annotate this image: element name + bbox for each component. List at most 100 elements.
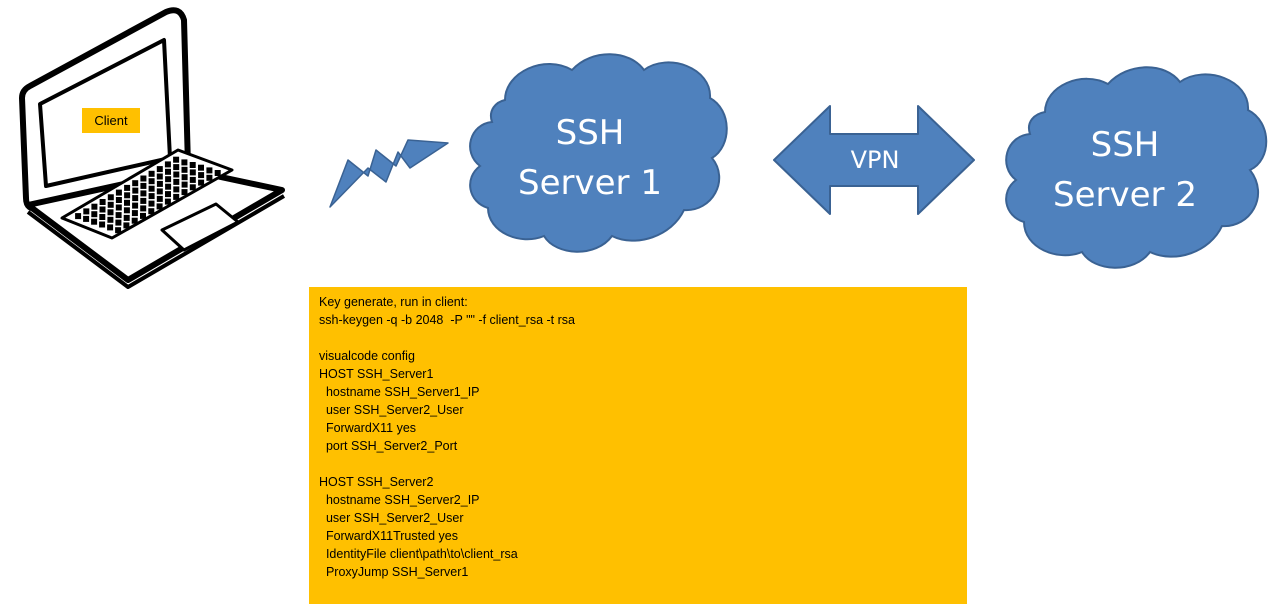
keyboard-key <box>91 203 98 210</box>
keyboard-key <box>156 173 163 180</box>
keyboard-key <box>124 192 131 199</box>
keyboard-key <box>99 206 106 213</box>
client-label: Client <box>82 108 140 133</box>
keyboard-key <box>75 213 82 220</box>
note-line: ForwardX11Trusted yes <box>319 529 458 543</box>
ssh-server-2-line1: SSH <box>1090 125 1160 165</box>
keyboard-key <box>140 212 146 219</box>
keyboard-key <box>189 176 196 183</box>
keyboard-key <box>132 195 139 202</box>
keyboard-key <box>148 200 155 207</box>
keyboard-key <box>156 188 163 195</box>
keyboard-key <box>173 171 180 178</box>
keyboard-key <box>124 199 130 206</box>
note-line: visualcode config <box>319 349 415 363</box>
keyboard-key <box>107 216 114 223</box>
keyboard-key <box>189 184 196 191</box>
keyboard-key <box>198 172 205 179</box>
keyboard-key <box>165 183 172 190</box>
ssh-server-1-line2: Server 1 <box>518 163 662 203</box>
keyboard-key <box>132 202 139 209</box>
keyboard-key <box>181 166 188 173</box>
keyboard-key <box>189 169 196 176</box>
keyboard-key <box>156 203 163 210</box>
keyboard-key <box>123 222 130 229</box>
keyboard-key <box>148 185 155 192</box>
laptop-keyboard <box>75 156 221 234</box>
keyboard-key <box>115 189 122 196</box>
note-line: user SSH_Server2_User <box>319 403 464 417</box>
keyboard-key <box>131 210 138 217</box>
keyboard-key <box>99 214 106 220</box>
note-line: HOST SSH_Server2 <box>319 475 434 489</box>
cloud-ssh-server-1 <box>469 53 728 253</box>
note-line: hostname SSH_Server2_IP <box>319 493 480 507</box>
keyboard-key <box>115 212 122 219</box>
ssh-server-2-label: SSH Server 2 <box>1010 120 1240 220</box>
keyboard-key <box>156 166 163 173</box>
note-line: Key generate, run in client: <box>319 295 468 309</box>
note-line: ssh-keygen -q -b 2048 -P "" -f client_rs… <box>319 313 575 327</box>
ssh-server-1-label: SSH Server 1 <box>480 108 700 208</box>
note-line: HOST SSH_Server1 <box>319 367 434 381</box>
vpn-label: VPN <box>850 146 900 174</box>
keyboard-key <box>123 214 130 221</box>
keyboard-key <box>140 205 147 212</box>
keyboard-key <box>83 208 90 215</box>
keyboard-key <box>148 170 155 177</box>
keyboard-key <box>198 179 205 186</box>
keyboard-key <box>91 211 98 218</box>
keyboard-key <box>115 219 122 226</box>
keyboard-key <box>214 170 221 176</box>
note-line: ForwardX11 yes <box>319 421 417 435</box>
laptop-trackpad <box>160 202 240 252</box>
vpn-double-arrow <box>773 105 975 215</box>
keyboard-key <box>107 194 114 201</box>
keyboard-key <box>156 195 163 202</box>
keyboard-key <box>123 207 130 214</box>
keyboard-key <box>115 204 122 211</box>
keyboard-key <box>140 190 147 197</box>
keyboard-key <box>206 167 213 174</box>
keyboard-key <box>140 182 147 189</box>
keyboard-key <box>173 186 180 193</box>
keyboard-key <box>181 181 188 188</box>
keyboard-key <box>173 178 180 185</box>
keyboard-key <box>131 217 138 224</box>
cloud-ssh-server-2 <box>1005 66 1268 269</box>
keyboard-key <box>107 201 114 208</box>
keyboard-key <box>181 159 188 166</box>
ssh-server-2-line2: Server 2 <box>1053 175 1197 215</box>
keyboard-key <box>198 164 204 171</box>
keyboard-key <box>189 162 196 168</box>
keyboard-key <box>115 227 122 234</box>
keyboard-key <box>107 224 114 231</box>
note-line: ProxyJump SSH_Server1 <box>319 565 469 579</box>
keyboard-key <box>148 193 155 200</box>
keyboard-key <box>115 197 122 203</box>
keyboard-key <box>181 174 188 181</box>
keyboard-key <box>173 193 180 200</box>
keyboard-key <box>173 164 180 171</box>
keyboard-key <box>140 197 147 204</box>
keyboard-key <box>156 180 163 187</box>
keyboard-key <box>83 215 90 222</box>
keyboard-key <box>99 199 106 205</box>
note-line: hostname SSH_Server1_IP <box>319 385 480 399</box>
ssh-server-1-line1: SSH <box>555 113 625 153</box>
keyboard-key <box>148 178 155 185</box>
keyboard-key <box>148 208 155 215</box>
keyboard-key <box>132 187 139 194</box>
keyboard-key <box>165 176 172 183</box>
keyboard-key <box>206 174 213 181</box>
keyboard-key <box>99 221 106 228</box>
keyboard-key <box>124 184 131 191</box>
keyboard-key <box>91 218 98 225</box>
laptop-icon <box>19 7 286 289</box>
keyboard-key <box>164 161 171 168</box>
note-line: IdentityFile client\path\to\client_rsa <box>319 547 518 561</box>
keyboard-key <box>165 168 171 175</box>
keyboard-key <box>173 156 180 163</box>
keyboard-key <box>165 191 171 198</box>
